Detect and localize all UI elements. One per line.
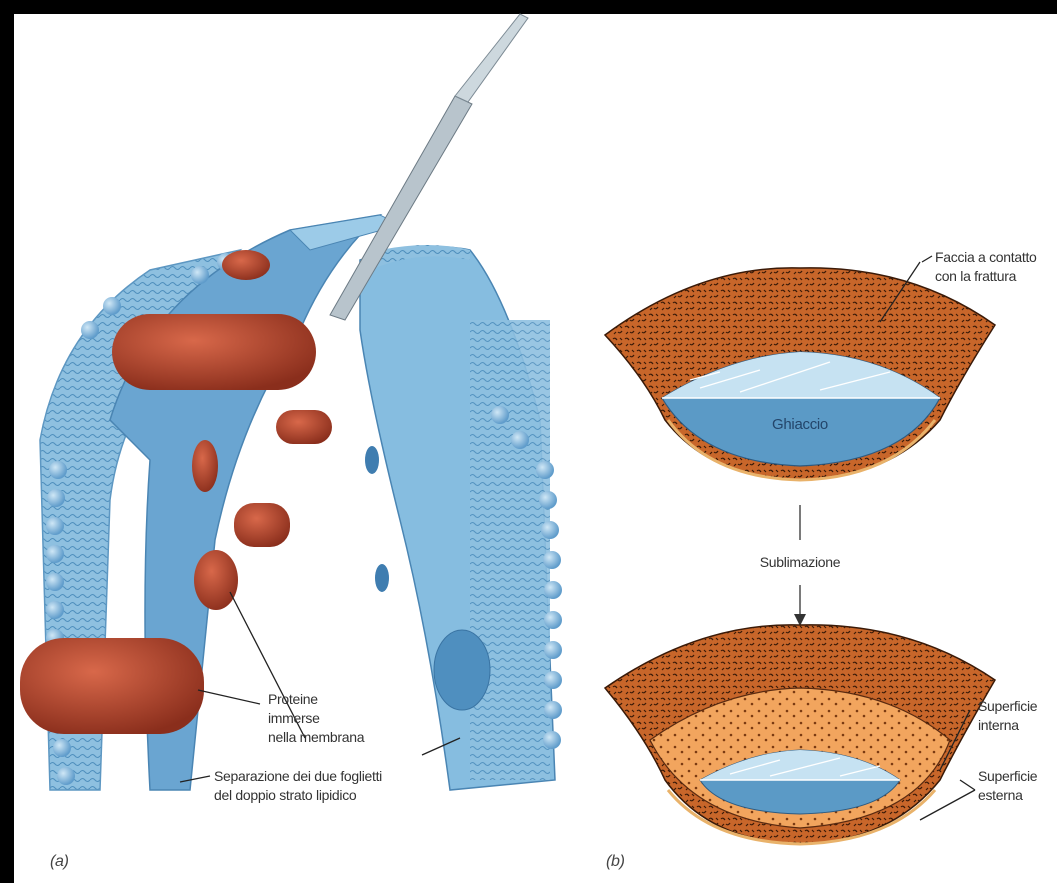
separation-label-line-1: Separazione dei due foglietti (214, 767, 382, 786)
proteins-label-line-2: immerse (268, 709, 364, 728)
outer-surface-label-line-2: esterna (978, 786, 1037, 805)
sample-before-sublimation (605, 268, 995, 480)
sublimation-label: Sublimazione (740, 553, 860, 572)
outer-surface-label-line-1: Superficie (978, 767, 1037, 786)
panel-a-letter: (a) (50, 852, 69, 871)
proteins-label-line-1: Proteine (268, 690, 364, 709)
membrane-illustration (20, 14, 562, 790)
panel-b-letter: (b) (606, 852, 625, 871)
separation-label: Separazione dei due foglietti del doppio… (214, 767, 382, 805)
inner-surface-label: Superficie interna (978, 697, 1037, 735)
fracture-face-label-line-2: con la frattura (935, 267, 1037, 286)
separation-label-line-2: del doppio strato lipidico (214, 786, 382, 805)
proteins-label: Proteine immerse nella membrana (268, 690, 364, 747)
proteins-label-line-3: nella membrana (268, 728, 364, 747)
fracture-face-label: Faccia a contatto con la frattura (935, 248, 1037, 286)
inner-surface-label-line-2: interna (978, 716, 1037, 735)
outer-surface-label: Superficie esterna (978, 767, 1037, 805)
fracture-face-label-line-1: Faccia a contatto (935, 248, 1037, 267)
inner-surface-label-line-1: Superficie (978, 697, 1037, 716)
ice-label: Ghiaccio (740, 415, 860, 434)
